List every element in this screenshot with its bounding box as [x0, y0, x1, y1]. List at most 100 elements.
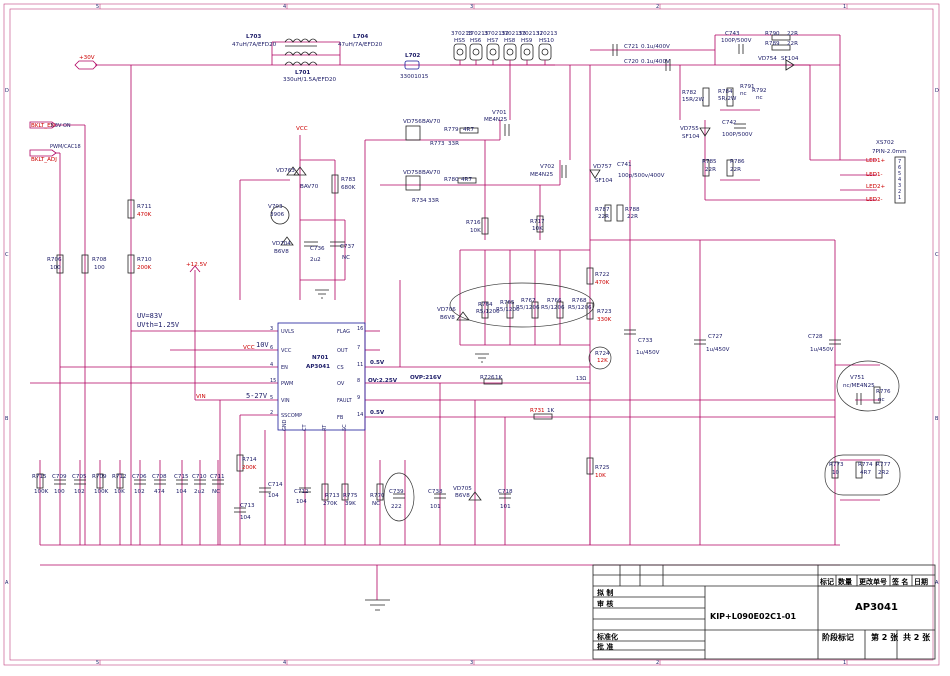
l703-value: 47uH/7A/EFD20 [232, 42, 277, 48]
vcc-top-flag: VCC [296, 126, 308, 132]
drawing-frame: 5 4 3 2 1 5 4 3 2 1 D C B A D C B A [3, 3, 940, 666]
c733-ref: C733 [638, 338, 653, 344]
part-ref: C715 [174, 474, 189, 480]
r768-ref: R768 [572, 298, 587, 304]
heatsink-ref: HS9 [521, 38, 533, 44]
vd755-val: SF104 [682, 134, 700, 140]
c737-val: NC [342, 255, 350, 261]
r724-val: 12K [597, 358, 608, 364]
sheet-number: 第 2 张 [871, 632, 899, 642]
r722-ref: R722 [595, 272, 610, 278]
vd757-val: SF104 [595, 178, 613, 184]
r785-ref: R785 [702, 159, 717, 165]
r783-val: 680K [341, 185, 356, 191]
ic-pin-number: 16 [357, 326, 363, 332]
part-value: 100K [94, 489, 109, 495]
title-header-cell: 标记 [819, 577, 834, 586]
part-ref: C705 [72, 474, 87, 480]
r782-ref: R782 [682, 90, 697, 96]
note-10v: 10V [256, 341, 269, 349]
connector-pin: 3 [898, 183, 901, 189]
current-sense: VD706 B6V8 R764 R5/1206 R765 R5/1206 R76… [437, 282, 595, 363]
c743-val: 100P/500V [721, 38, 752, 44]
bklt-en-flag: BKLT_EN 3.3V ON [29, 121, 71, 129]
ic-pin-name: CT [302, 424, 308, 431]
bottom-components: R714 200K C713 104 C714 104 C712 104 R71… [32, 454, 513, 611]
ferrite-l702: L702 33001015 [400, 53, 429, 80]
r714-ref: R714 [242, 457, 257, 463]
r788-val: 22R [627, 214, 638, 220]
col-marker: 5 [96, 4, 99, 10]
c718-ref: C718 [498, 489, 513, 495]
connector-pin: 7 [898, 159, 901, 165]
r713-val: 270K [323, 501, 338, 507]
v751-val: nc/ME4N25 [843, 383, 875, 389]
led-net-label: LED2- [866, 197, 883, 203]
inductor-l701: L701 330uH/1.5A/EFD20 [283, 61, 337, 83]
vd758-val: BAV70 [422, 170, 441, 176]
output-stage: C721 0.1u/400V C720 0.1u/400V C743 100P/… [480, 31, 907, 496]
c721-ref: C721 [624, 44, 639, 50]
connector-pin: 2 [898, 189, 901, 195]
r776-val: nc [878, 397, 885, 403]
heatsink-part: 370213 [467, 31, 489, 37]
ic-pin-number: 3 [270, 326, 273, 332]
c714-val: 104 [268, 493, 279, 499]
r734-val: 33R [428, 198, 439, 204]
ic-pin-number: 5 [270, 395, 273, 401]
title-left-row: 标准化 [596, 632, 618, 641]
part-value: NC [212, 489, 220, 495]
note-uvth: UVth=1.25V [137, 321, 180, 329]
r711-val: 470K [137, 212, 152, 218]
r788-ref: R788 [625, 207, 640, 213]
c727-val: 1u/450V [706, 347, 730, 353]
r785-val: 22R [705, 167, 716, 173]
row-marker: A [5, 580, 9, 586]
row-marker: A [935, 580, 939, 586]
p12v-flag: +12.5V [186, 262, 207, 273]
col-marker: 2 [656, 4, 659, 10]
c736-ref: C736 [310, 246, 325, 252]
ic-pin-number: 15 [270, 378, 276, 384]
part-value: 2u2 [194, 489, 205, 495]
r773b-ref: R773 [829, 462, 844, 468]
r791-val: nc [740, 91, 747, 97]
heatsink-group: 370213HS5370213HS63702132HS73702133HS837… [451, 31, 558, 65]
r790-val: 22R [787, 31, 798, 37]
ov-label: OV:2.25V [368, 378, 398, 384]
v13-label: 13Ω [576, 376, 586, 382]
r792-ref: R792 [752, 88, 767, 94]
v701-ref: V701 [492, 110, 507, 116]
part-ref: R709 [92, 474, 107, 480]
wire-network [30, 34, 880, 566]
r734-ref: R734 [412, 198, 427, 204]
led-net-label: LED2+ [866, 184, 886, 190]
l701-value: 330uH/1.5A/EFD20 [283, 77, 337, 83]
part-ref: C711 [210, 474, 225, 480]
r786-val: 22R [730, 167, 741, 173]
title-left-row: 拟 制 [597, 588, 613, 597]
ovp-label: OVP:216V [410, 375, 442, 381]
col-marker: 1 [843, 4, 846, 10]
c742-val: 100P/500V [722, 132, 753, 138]
r722-val: 470K [595, 280, 610, 286]
part-ref: C710 [192, 474, 207, 480]
v703-ref: V703 [268, 204, 283, 210]
ic-pin-number: 9 [357, 395, 360, 401]
r706-val: 100 [50, 265, 61, 271]
r711-ref: R711 [137, 204, 152, 210]
c728-val: 1u/450V [810, 347, 834, 353]
l701-ref: L701 [295, 70, 310, 76]
c714-ref: C714 [268, 482, 283, 488]
r726-ref: R726 [480, 375, 495, 381]
r779-ref: R779 [444, 127, 459, 133]
led-net-label: LED1+ [866, 158, 886, 164]
r773b-val: 10 [832, 470, 840, 476]
r708-ref: R708 [92, 257, 107, 263]
c720-ref: C720 [624, 59, 639, 65]
note-5-27v: 5-27V [246, 392, 268, 400]
